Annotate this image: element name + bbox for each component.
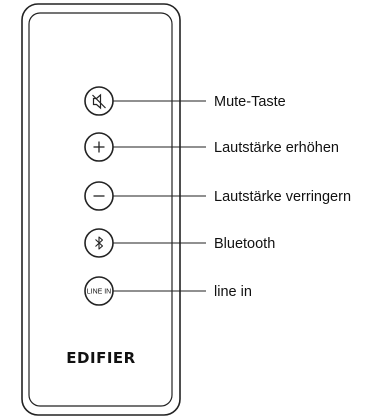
- mute-label: Mute-Taste: [214, 94, 286, 110]
- remote-inner-outline: [28, 12, 173, 407]
- remote-body: [21, 3, 181, 416]
- plus-icon: [93, 141, 105, 153]
- brand-logo-text: EDIFIER: [66, 349, 135, 367]
- volume-down-button[interactable]: [84, 181, 114, 211]
- volume-up-button[interactable]: [84, 132, 114, 162]
- mute-icon: [92, 93, 106, 110]
- remote-outer-outline: [21, 3, 181, 416]
- line-in-button[interactable]: LINE IN: [84, 276, 114, 306]
- volume-up-label: Lautstärke erhöhen: [214, 140, 339, 156]
- bluetooth-label: Bluetooth: [214, 236, 275, 252]
- bluetooth-icon: [95, 236, 104, 250]
- bluetooth-button[interactable]: [84, 228, 114, 258]
- mute-button[interactable]: [84, 86, 114, 116]
- volume-down-label: Lautstärke verringern: [214, 189, 351, 205]
- line-in-icon: LINE IN: [87, 289, 112, 296]
- line-in-label: line in: [214, 284, 252, 300]
